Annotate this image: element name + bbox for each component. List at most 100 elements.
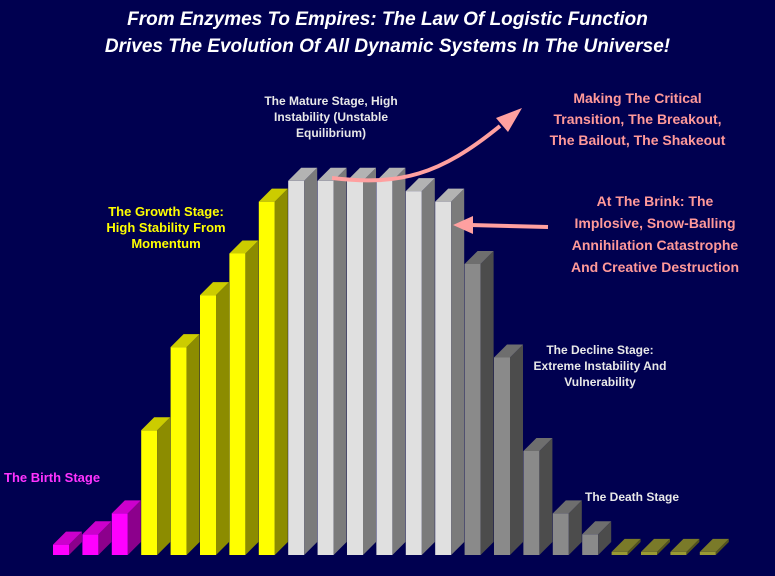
bar-top-face [258, 188, 288, 202]
bar-side-face [421, 178, 435, 555]
brink-label-line: And Creative Destruction [570, 259, 740, 275]
brink-label-line: Annihilation Catastrophe [571, 237, 739, 253]
brink-label: At The Brink: The Implosive, Snow-Ballin… [545, 190, 765, 278]
bars-group [53, 167, 729, 556]
bar-death [611, 538, 641, 555]
bar-front-face [405, 191, 422, 555]
bar-mature [288, 167, 318, 555]
bar-mature [376, 167, 406, 555]
bar-front-face [435, 201, 452, 555]
bar-top-face [699, 538, 729, 552]
title-line-2: Drives The Evolution Of All Dynamic Syst… [104, 36, 671, 57]
bar-birth [82, 521, 112, 555]
transition-label-line: Making The Critical [573, 90, 702, 106]
bar-top-face [82, 521, 112, 535]
bar-side-face [274, 188, 288, 555]
bar-growth [229, 240, 259, 556]
bar-top-face [288, 167, 318, 181]
bar-front-face [552, 513, 569, 555]
brink-label-line: At The Brink: The [596, 193, 714, 209]
bar-front-face [376, 180, 393, 555]
bar-top-face [111, 500, 141, 514]
bar-mature [405, 178, 435, 555]
bar-front-face [641, 551, 657, 555]
bar-front-face [288, 180, 305, 555]
bar-side-face [480, 250, 494, 555]
bar-birth [111, 500, 141, 555]
bar-top-face [53, 531, 82, 545]
bar-side-face [392, 167, 406, 555]
growth-label-line: High Stability From [106, 220, 226, 235]
bar-front-face [82, 534, 99, 555]
bar-top-face [582, 521, 612, 535]
chart-title: From Enzymes To Empires: The Law Of Logi… [0, 6, 775, 60]
bar-front-face [523, 451, 540, 555]
transition-label: Making The Critical Transition, The Brea… [525, 88, 750, 151]
bar-side-face [245, 240, 259, 556]
bar-front-face [670, 551, 687, 555]
bar-death [699, 538, 729, 555]
bar-top-face [641, 538, 670, 552]
bar-top-face [523, 438, 553, 452]
growth-label-line: The Growth Stage: [108, 204, 224, 219]
death-stage-label: The Death Stage [585, 490, 680, 504]
bar-side-face [363, 167, 376, 555]
bar-death [641, 538, 670, 555]
mature-stage-label: The Mature Stage, High Instability (Unst… [236, 93, 426, 141]
bar-front-face [111, 513, 128, 555]
bar-side-face [98, 521, 112, 555]
bar-front-face [582, 534, 599, 555]
growth-label-line: Momentum [131, 236, 201, 251]
bar-side-face [127, 500, 141, 555]
bar-side-face [568, 500, 582, 555]
bar-growth [141, 417, 171, 555]
bar-front-face [611, 551, 628, 555]
bar-side-face [186, 334, 200, 555]
decline-label-line: The Decline Stage: [546, 343, 654, 357]
bar-side-face [510, 344, 523, 555]
title-line-1: From Enzymes To Empires: The Law Of Logi… [127, 9, 648, 30]
transition-arrow-head [496, 108, 522, 132]
bar-death [670, 538, 700, 555]
bar-top-face [611, 538, 641, 552]
bar-side-face [216, 282, 229, 555]
bar-top-face [347, 167, 376, 181]
bar-front-face [141, 430, 158, 555]
decline-label-line: Extreme Instability And [533, 359, 667, 373]
bar-top-face [552, 500, 582, 514]
bar-side-face [598, 521, 612, 555]
bar-mature [435, 188, 465, 555]
bar-front-face [464, 263, 481, 555]
bar-top-face [670, 538, 700, 552]
bar-top-face [170, 334, 200, 348]
brink-arrow [469, 223, 549, 229]
bar-side-face [627, 538, 641, 555]
bar-side-face [715, 538, 729, 555]
brink-label-line: Implosive, Snow-Balling [574, 215, 736, 231]
bar-front-face [170, 347, 187, 555]
bar-top-face [141, 417, 171, 431]
bar-growth [170, 334, 200, 555]
bar-top-face [435, 188, 465, 202]
bar-side-face [157, 417, 171, 555]
bar-front-face [53, 544, 69, 555]
mature-label-line: Instability (Unstable [273, 110, 389, 124]
mature-label-line: Equilibrium) [296, 126, 366, 140]
bar-front-face [699, 551, 716, 555]
bar-top-face [317, 167, 347, 181]
bar-front-face [347, 180, 363, 555]
bar-top-face [376, 167, 406, 181]
bar-top-face [405, 178, 435, 192]
bar-side-face [657, 538, 670, 555]
brink-arrow-head [453, 216, 473, 234]
arrows-group [331, 108, 549, 234]
transition-label-line: Transition, The Breakout, [553, 111, 722, 127]
bar-birth [53, 531, 82, 555]
bar-front-face [200, 295, 216, 555]
bar-growth [200, 282, 229, 555]
bar-side-face [69, 531, 82, 555]
bar-side-face [686, 538, 700, 555]
decline-label-line: Vulnerability [564, 375, 636, 389]
bar-decline [494, 344, 523, 555]
bar-top-face [464, 250, 494, 264]
